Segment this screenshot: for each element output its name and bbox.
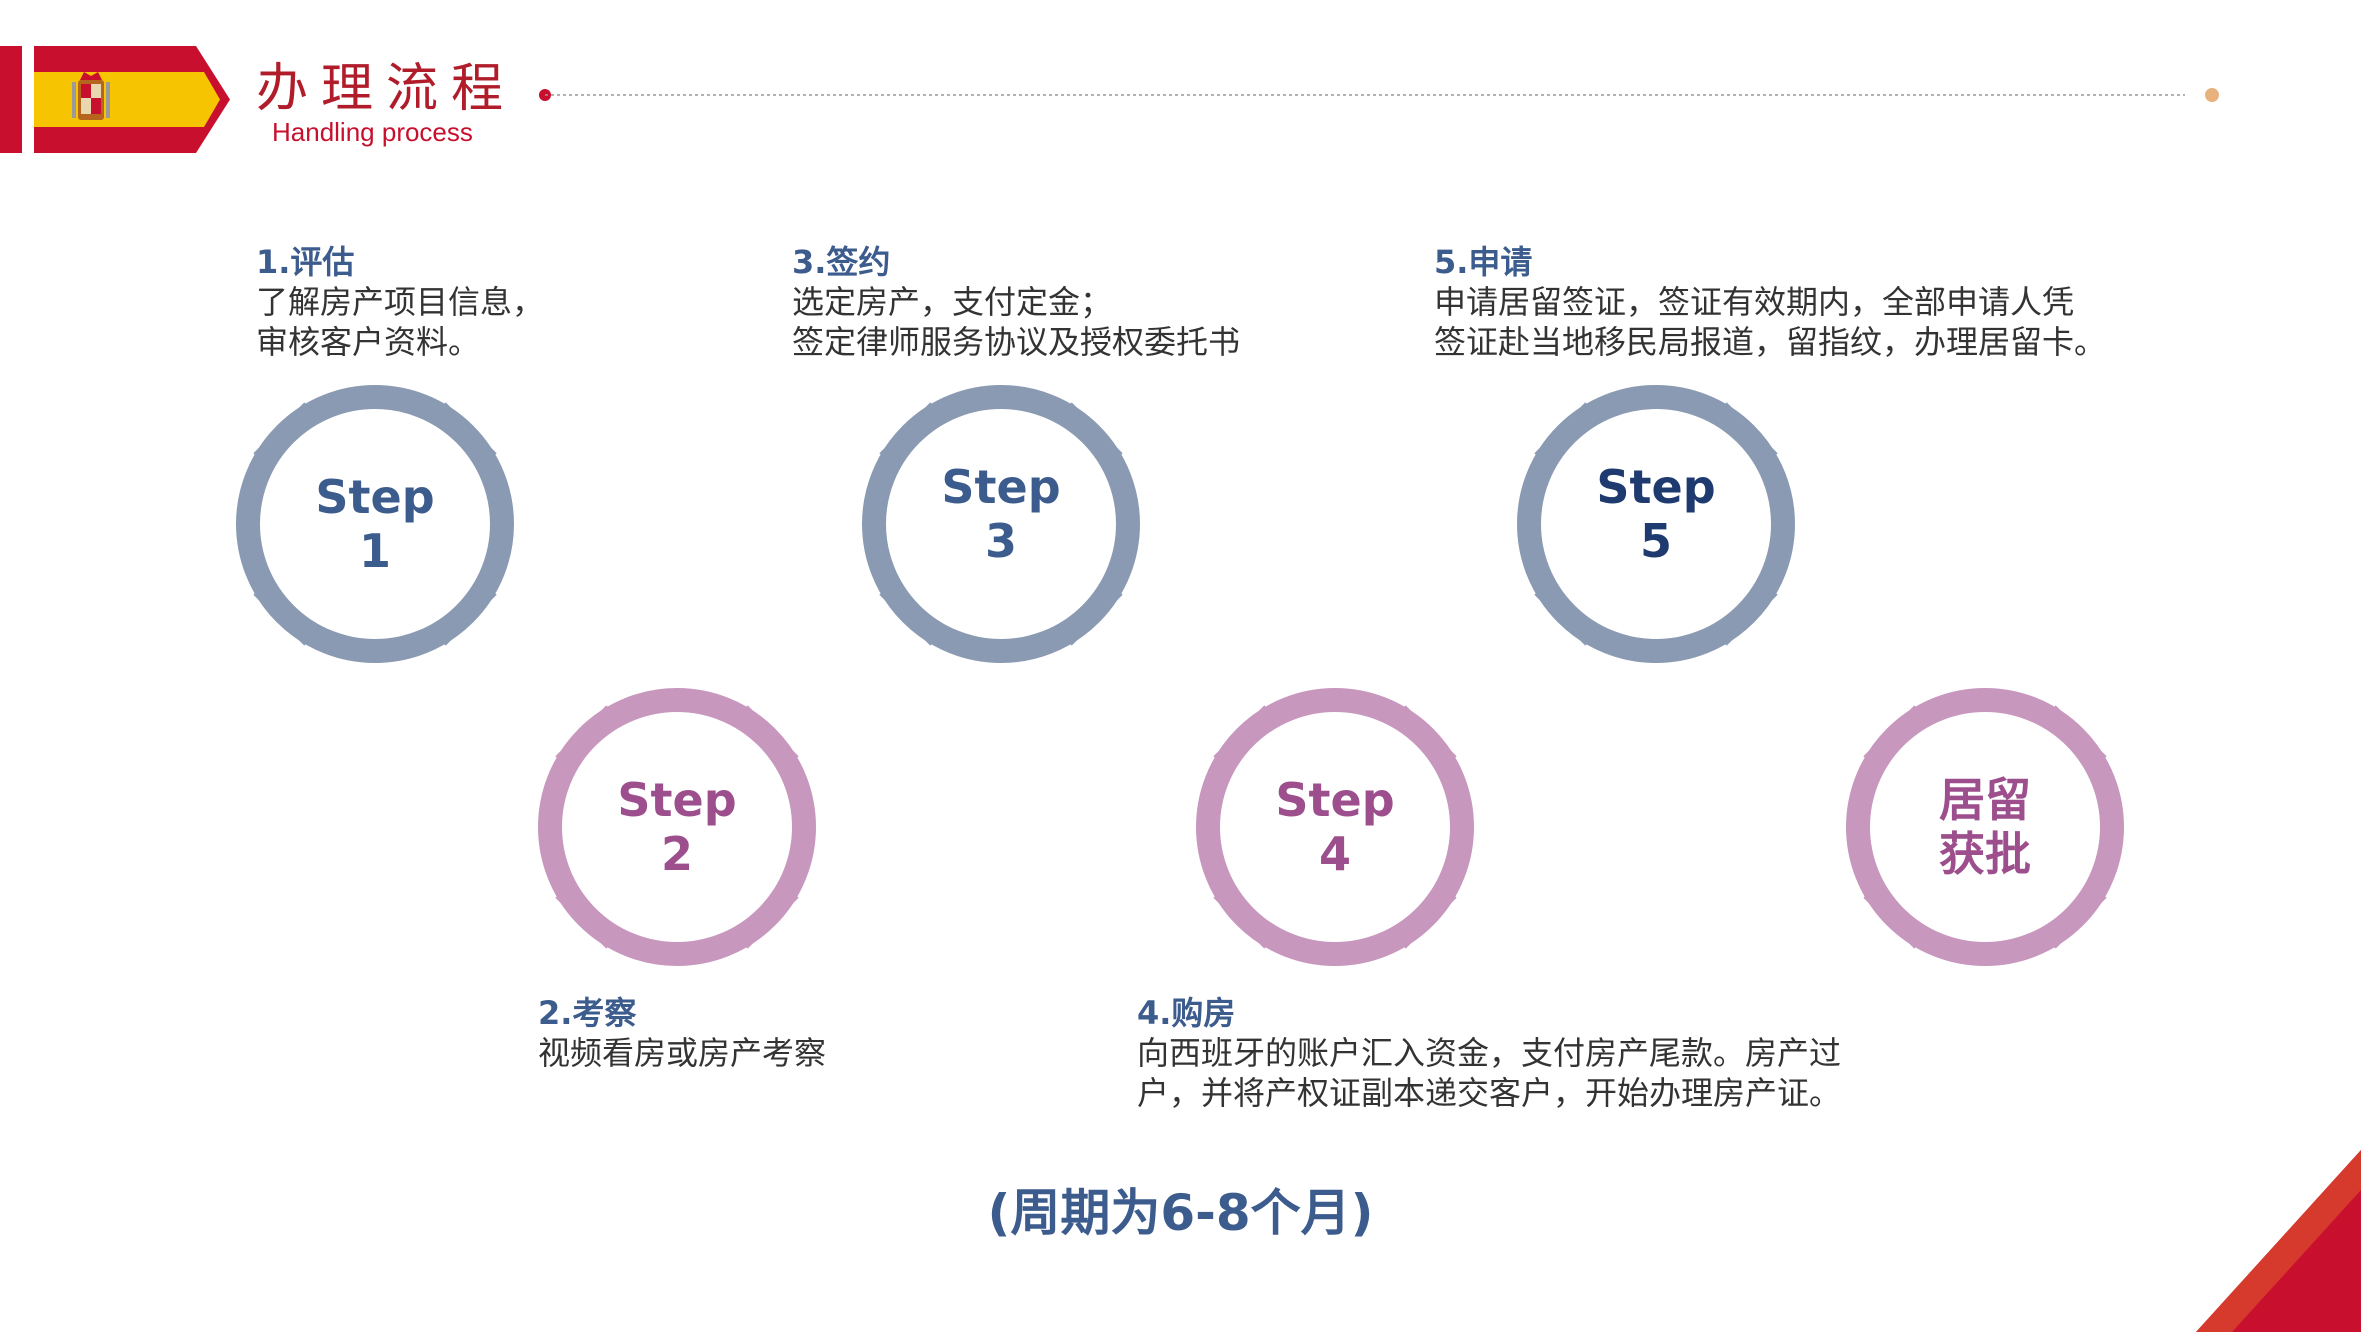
- ring-tick: [734, 884, 799, 949]
- header-red-bar: [0, 46, 22, 153]
- step-5-circle-word: Step: [1596, 460, 1716, 514]
- step-3-heading: 3.签约: [792, 243, 891, 281]
- step-2-desc-line-1: 视频看房或房产考察: [538, 1034, 827, 1072]
- page-title: 办理流程: [256, 59, 517, 119]
- step-1-desc-line-1: 了解房产项目信息，: [256, 283, 545, 321]
- step-2-circle: Step 2: [517, 667, 837, 987]
- ring-tick: [1713, 402, 1778, 467]
- step-1-text: 1.评估 了解房产项目信息， 审核客户资料。: [256, 242, 544, 362]
- ring-tick: [2042, 884, 2107, 949]
- step-3-circle: Step 3: [841, 364, 1161, 684]
- step-2-text: 2.考察 视频看房或房产考察: [538, 993, 826, 1073]
- step-4-ring-icon: [1196, 688, 1474, 966]
- step-1-heading: 1.评估: [256, 243, 355, 281]
- step-5-text: 5.申请 申请居留签证，签证有效期内，全部申请人凭 签证赴当地移民局报道，留指纹…: [1434, 242, 2106, 362]
- final-circle-line-1: 居留: [1939, 773, 2031, 827]
- step-2-circle-number: 2: [660, 827, 693, 881]
- ring-tick: [1213, 705, 1278, 770]
- step-5-heading: 5.申请: [1434, 243, 1533, 281]
- step-5-circle: Step 5: [1496, 364, 1816, 684]
- step-1-ring-icon: [236, 385, 514, 663]
- final-approval-circle: 居留 获批: [1825, 667, 2145, 987]
- step-3-text: 3.签约 选定房产，支付定金； 签定律师服务协议及授权委托书: [792, 242, 1240, 362]
- header-line-dot-right: [2205, 88, 2219, 102]
- ring-tick: [432, 402, 497, 467]
- step-4-circle: Step 4: [1175, 667, 1495, 987]
- ring-tick: [879, 402, 944, 467]
- corner-decoration: [2196, 1150, 2361, 1332]
- header-dotted-line: [545, 94, 2185, 96]
- ring-tick: [555, 884, 620, 949]
- ring-tick: [1863, 705, 1928, 770]
- ring-tick: [1534, 581, 1599, 646]
- step-2-ring-icon: [538, 688, 816, 966]
- step-4-circle-word: Step: [1275, 773, 1395, 827]
- step-3-desc-line-2: 签定律师服务协议及授权委托书: [792, 323, 1241, 361]
- ring-tick: [1392, 884, 1457, 949]
- ring-tick: [253, 581, 318, 646]
- step-3-circle-word: Step: [941, 460, 1061, 514]
- ring-tick: [1213, 884, 1278, 949]
- ring-tick: [1392, 705, 1457, 770]
- ring-tick: [1058, 402, 1123, 467]
- step-3-ring-icon: [862, 385, 1140, 663]
- ring-tick: [253, 402, 318, 467]
- ring-tick: [1534, 402, 1599, 467]
- step-5-ring-icon: [1517, 385, 1795, 663]
- ring-tick: [1863, 884, 1928, 949]
- step-3-desc-line-1: 选定房产，支付定金；: [792, 283, 1113, 321]
- ring-tick: [555, 705, 620, 770]
- spain-flag-tag: [34, 46, 230, 153]
- step-1-circle-number: 1: [358, 524, 391, 578]
- step-5-desc-line-2: 签证赴当地移民局报道，留指纹，办理居留卡。: [1434, 323, 2107, 361]
- spain-coat-of-arms-icon: [72, 72, 110, 120]
- ring-tick: [1713, 581, 1778, 646]
- step-5-circle-number: 5: [1639, 514, 1672, 568]
- page-subtitle: Handling process: [272, 117, 473, 147]
- ring-tick: [879, 581, 944, 646]
- step-2-heading: 2.考察: [538, 994, 637, 1032]
- step-1-circle: Step 1: [215, 364, 535, 684]
- step-5-desc-line-1: 申请居留签证，签证有效期内，全部申请人凭: [1434, 283, 2075, 321]
- step-4-desc-line-2: 户，并将产权证副本递交客户，开始办理房产证。: [1137, 1074, 1842, 1112]
- ring-tick: [2042, 705, 2107, 770]
- step-4-desc-line-1: 向西班牙的账户汇入资金，支付房产尾款。房产过: [1137, 1034, 1842, 1072]
- step-4-heading: 4.购房: [1137, 994, 1236, 1032]
- step-4-text: 4.购房 向西班牙的账户汇入资金，支付房产尾款。房产过 户，并将产权证副本递交客…: [1137, 993, 1841, 1113]
- cycle-duration-note: (周期为6-8个月): [987, 1184, 1374, 1242]
- step-2-circle-word: Step: [617, 773, 737, 827]
- step-1-circle-word: Step: [315, 470, 435, 524]
- ring-tick: [432, 581, 497, 646]
- ring-tick: [1058, 581, 1123, 646]
- step-3-circle-number: 3: [984, 514, 1017, 568]
- step-4-circle-number: 4: [1318, 827, 1351, 881]
- final-circle-line-2: 获批: [1939, 827, 2031, 881]
- step-1-desc-line-2: 审核客户资料。: [256, 323, 481, 361]
- final-ring-icon: [1846, 688, 2124, 966]
- ring-tick: [734, 705, 799, 770]
